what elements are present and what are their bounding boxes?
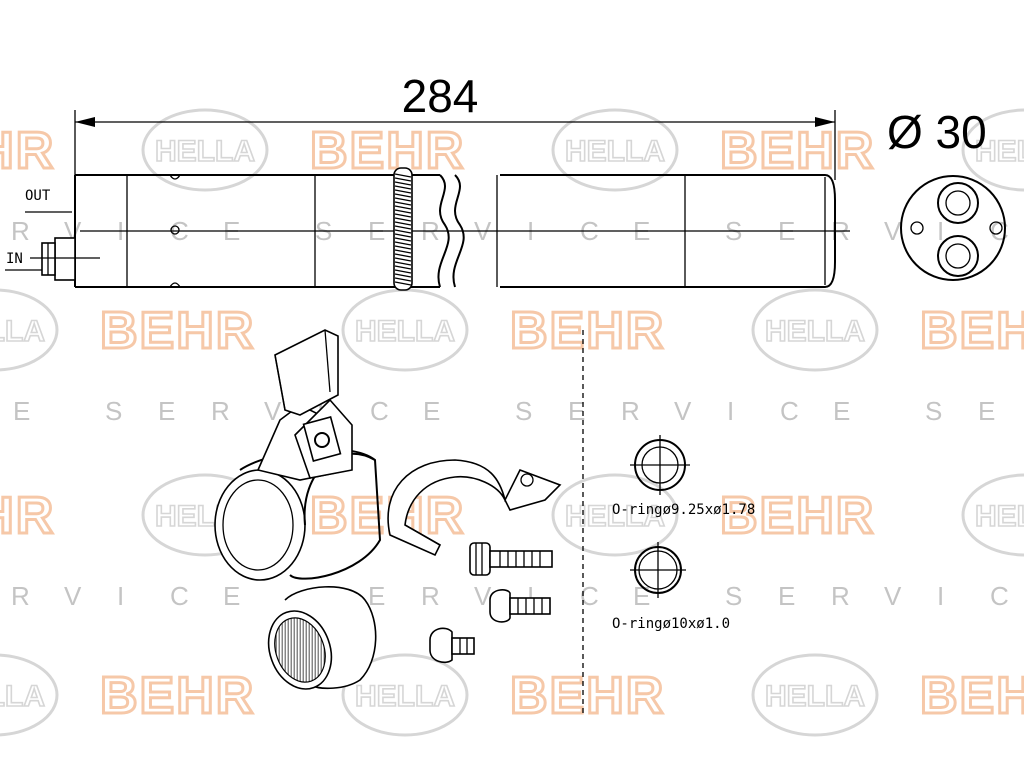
hella-watermark: HELLA (355, 680, 455, 713)
service-watermark-letter: E (423, 396, 440, 426)
hella-logo-ring (341, 653, 469, 737)
hella-watermark: HELLA (155, 135, 255, 168)
bolts (429, 542, 553, 664)
hella-watermark: HELLA (0, 315, 45, 348)
behr-watermark: BEHR (100, 667, 255, 725)
behr-watermark: BEHR (920, 302, 1024, 360)
service-watermark-letter: E (223, 581, 240, 611)
behr-watermark: BEHR (720, 122, 875, 180)
service-watermark-letter: E (978, 396, 995, 426)
service-watermark-letter: C (780, 396, 799, 426)
service-watermark-letter: S (725, 581, 742, 611)
threaded-band (393, 167, 413, 291)
service-watermark-letter: C (990, 581, 1009, 611)
hella-watermark: HELLA (765, 315, 865, 348)
service-watermark-letter: C (170, 581, 189, 611)
service-watermark-letter: I (937, 581, 944, 611)
inlet-fitting (30, 237, 100, 281)
service-watermark-letter: S (515, 396, 532, 426)
length-dimension: 284 (402, 70, 479, 122)
hella-logo-ring (551, 473, 679, 557)
hella-watermark: HELLA (565, 500, 665, 533)
u-strap-bracket (387, 459, 562, 557)
oring-2 (630, 542, 686, 598)
service-watermark-letter: V (64, 581, 82, 611)
oring-2-label: O-ringø10xø1.0 (612, 616, 730, 632)
behr-watermark: BEHR (510, 667, 665, 725)
hella-watermark: HELLA (765, 680, 865, 713)
watermark-layer: BEHR HELLA BEHR HELLA BEHR HELLA BEHR HELLA BEHR… (0, 108, 1024, 737)
service-watermark-letter: V (474, 581, 492, 611)
service-watermark-letter: I (727, 396, 734, 426)
behr-watermark: BEHR (0, 487, 55, 545)
hella-watermark: HELLA (355, 315, 455, 348)
hella-logo-ring (141, 108, 269, 192)
service-watermark-letter: C (990, 216, 1009, 246)
hella-logo-ring (0, 653, 59, 737)
service-watermark-letter: E (368, 581, 385, 611)
behr-watermark: BEHR (310, 122, 465, 180)
service-watermark-letter: R (621, 396, 640, 426)
service-watermark-letter: I (117, 581, 124, 611)
service-watermark-letter: S (925, 396, 942, 426)
service-watermark-letter: E (13, 396, 30, 426)
service-watermark-letter: E (568, 396, 585, 426)
oring-1-label: O-ringø9.25xø1.78 (612, 502, 755, 518)
behr-watermark: BEHR (310, 487, 465, 545)
hella-watermark: HELLA (0, 680, 45, 713)
service-watermark-letter: R (421, 581, 440, 611)
service-watermark-letter: R (211, 396, 230, 426)
service-watermark-letter: E (158, 396, 175, 426)
hella-watermark: HELLA (975, 500, 1024, 533)
end-view: Ø 30 (887, 106, 1006, 281)
out-label: OUT (25, 188, 51, 204)
behr-watermark: BEHR (100, 302, 255, 360)
service-watermark-letter: V (884, 581, 902, 611)
in-label: IN (6, 251, 23, 267)
service-watermark-letter: E (778, 581, 795, 611)
hella-logo-ring (551, 108, 679, 192)
behr-watermark: BEHR (0, 122, 55, 180)
bolt-1 (469, 542, 553, 576)
service-watermark-letter: C (580, 581, 599, 611)
hella-logo-ring (751, 288, 879, 372)
service-watermark-letter: R (11, 216, 30, 246)
hella-logo-ring (961, 473, 1024, 557)
oring-1 (630, 435, 690, 495)
service-watermark-letter: V (884, 216, 902, 246)
hella-logo-ring (961, 108, 1024, 192)
rubber-sleeve (267, 586, 377, 690)
service-watermark-letter: E (833, 396, 850, 426)
bolt-3 (429, 627, 475, 664)
service-watermark-letter: I (527, 581, 534, 611)
service-watermark-letter: R (831, 581, 850, 611)
service-watermark-letter: V (264, 396, 282, 426)
behr-watermark: BEHR (720, 487, 875, 545)
service-watermark-letter: R (11, 581, 30, 611)
hella-logo-ring (0, 288, 59, 372)
service-watermark-letter: I (937, 216, 944, 246)
hella-logo-ring (751, 653, 879, 737)
hella-watermark: HELLA (565, 135, 665, 168)
service-watermark-letter: C (370, 396, 389, 426)
behr-watermark: BEHR (920, 667, 1024, 725)
mounting-clamp (214, 329, 382, 581)
service-watermark-letter: S (105, 396, 122, 426)
hella-watermark: HELLA (975, 135, 1024, 168)
service-watermark-letter: V (674, 396, 692, 426)
behr-watermark: BEHR (510, 302, 665, 360)
bolt-2 (489, 589, 551, 623)
receiver-drier-body: 284 OUT IN (5, 70, 850, 291)
diameter-dimension: Ø 30 (887, 106, 987, 158)
